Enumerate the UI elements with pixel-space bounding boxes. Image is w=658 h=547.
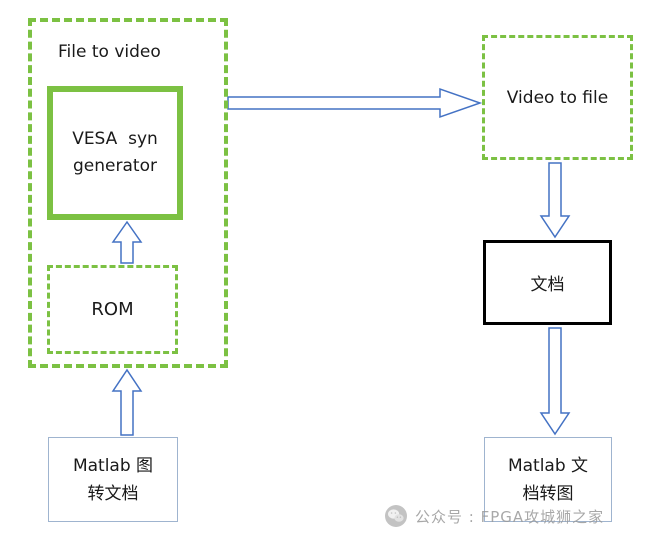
vesa-label-line1: VESA syn	[72, 129, 158, 149]
vesa-label-line2: generator	[73, 156, 157, 176]
matlab-doc-to-img-line2: 档转图	[522, 483, 574, 504]
group-file-to-video-label: File to video	[58, 42, 161, 62]
watermark: 公众号 : FPGA攻城狮之家	[384, 504, 604, 528]
rom-label: ROM	[91, 299, 134, 320]
watermark-text: 公众号 : FPGA攻城狮之家	[415, 507, 605, 526]
arrow-video-to-document	[539, 162, 571, 239]
node-matlab-img-to-doc: Matlab 图 转文档	[48, 437, 178, 522]
node-document: 文档	[483, 240, 612, 325]
matlab-doc-to-img-line1: Matlab 文	[507, 455, 589, 476]
node-video-to-file: Video to file	[482, 35, 633, 160]
arrow-matlab-img-to-group	[111, 368, 143, 436]
node-vesa-syn-generator: VESA syn generator	[47, 86, 183, 220]
matlab-img-to-doc-line1: Matlab 图	[72, 455, 154, 476]
group-file-to-video: File to video	[28, 18, 228, 368]
node-rom: ROM	[47, 265, 178, 354]
arrow-document-to-matlab-doc	[539, 327, 571, 436]
arrow-file-to-video-to-video-to-file	[227, 87, 483, 119]
wechat-icon	[385, 505, 407, 527]
node-matlab-doc-to-img: Matlab 文 档转图	[484, 437, 612, 522]
matlab-img-to-doc-line2: 转文档	[87, 483, 139, 504]
video-to-file-label: Video to file	[506, 87, 609, 108]
document-label: 文档	[530, 275, 565, 295]
